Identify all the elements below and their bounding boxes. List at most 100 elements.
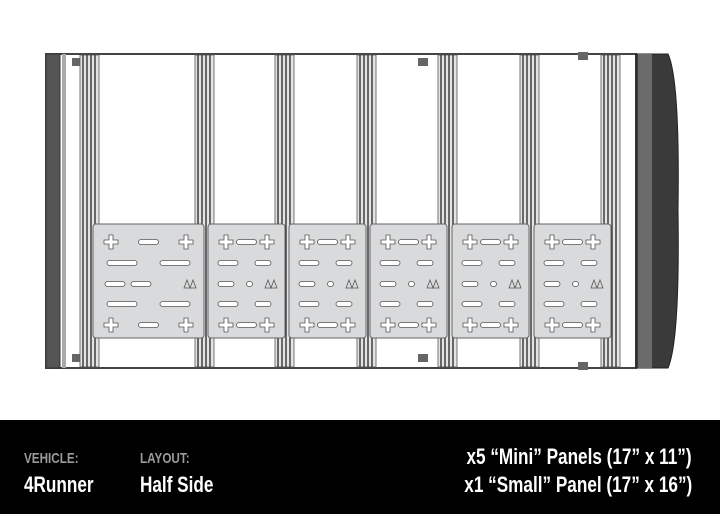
cross-slot [380,317,396,333]
slot-hole [580,301,598,307]
cross-slot [340,317,356,333]
left-side-rail-edge [62,54,66,368]
cross-slot [462,234,478,250]
vehicle-label: VEHICLE: [24,450,79,467]
slot-hole [398,322,419,328]
cross-slot [544,317,560,333]
cross-slot [340,234,356,250]
slot-hole [236,239,257,245]
cross-slot [259,317,275,333]
slot-hole [572,281,579,287]
caption-bar: VEHICLE: 4Runner LAYOUT: Half Side x5 “M… [0,420,720,514]
slot-hole [138,322,159,328]
slot-hole [317,322,338,328]
slot-hole [298,301,320,307]
slot-hole [562,322,583,328]
cross-slot [585,317,601,333]
slot-hole [461,301,483,307]
mount-bracket [72,354,82,362]
brand-logo [590,278,604,290]
left-side-rail [45,53,61,369]
cross-slot [503,234,519,250]
slot-hole [461,260,483,266]
slot-hole [236,322,257,328]
brand-logo [345,278,359,290]
cross-slot [178,234,194,250]
cross-slot [178,317,194,333]
vehicle-value: 4Runner [24,472,94,497]
slot-hole [543,260,565,266]
mount-bracket [578,52,588,60]
panel-mini [451,223,530,339]
slot-hole [217,281,235,287]
slot-hole [130,281,152,287]
panel-plate [451,223,530,339]
cross-slot [544,234,560,250]
slot-hole [461,281,479,287]
cross-slot [299,317,315,333]
panel-small [92,223,205,339]
slot-hole [254,301,272,307]
brand-logo [508,278,522,290]
brand-logo [426,278,440,290]
cross-slot [259,234,275,250]
slot-hole [317,239,338,245]
layout-label: LAYOUT: [140,450,190,467]
slot-hole [490,281,497,287]
slot-hole [379,281,397,287]
slot-hole [580,260,598,266]
mount-bracket [72,58,82,66]
cross-slot [299,234,315,250]
panel-mini [533,223,612,339]
mount-bracket [578,362,588,370]
right-side-rail-inner [638,54,652,368]
slot-hole [379,260,401,266]
panel-plate [207,223,286,339]
slot-hole [335,301,353,307]
cross-slot [103,317,119,333]
slot-hole [543,281,561,287]
cross-slot [585,234,601,250]
slot-hole [159,260,191,266]
slot-hole [562,239,583,245]
slot-hole [298,260,320,266]
brand-logo [264,278,278,290]
cross-slot [380,234,396,250]
panel-plate [92,223,205,339]
slot-hole [480,322,501,328]
mount-bracket [418,354,428,362]
slot-hole [217,260,239,266]
slot-hole [480,239,501,245]
panel-plate [533,223,612,339]
slot-hole [104,281,126,287]
slot-hole [106,260,138,266]
slot-hole [246,281,253,287]
panels-line-1: x5 “Mini” Panels (17” x 11”) [466,444,692,469]
panel-mini [288,223,367,339]
cross-slot [103,234,119,250]
panel-plate [369,223,448,339]
cross-slot [503,317,519,333]
slot-hole [498,301,516,307]
slot-hole [543,301,565,307]
panel-mini [369,223,448,339]
cross-slot [218,317,234,333]
slot-hole [217,301,239,307]
slot-hole [298,281,316,287]
cross-slot [218,234,234,250]
slot-hole [106,301,138,307]
mount-bracket [418,58,428,66]
slot-hole [416,260,434,266]
slot-hole [398,239,419,245]
slot-hole [335,260,353,266]
slot-hole [408,281,415,287]
brand-logo [183,278,197,290]
slot-hole [416,301,434,307]
slot-hole [159,301,191,307]
panel-plate [288,223,367,339]
slot-hole [327,281,334,287]
slot-hole [138,239,159,245]
slot-hole [379,301,401,307]
cross-slot [421,234,437,250]
cross-slot [421,317,437,333]
